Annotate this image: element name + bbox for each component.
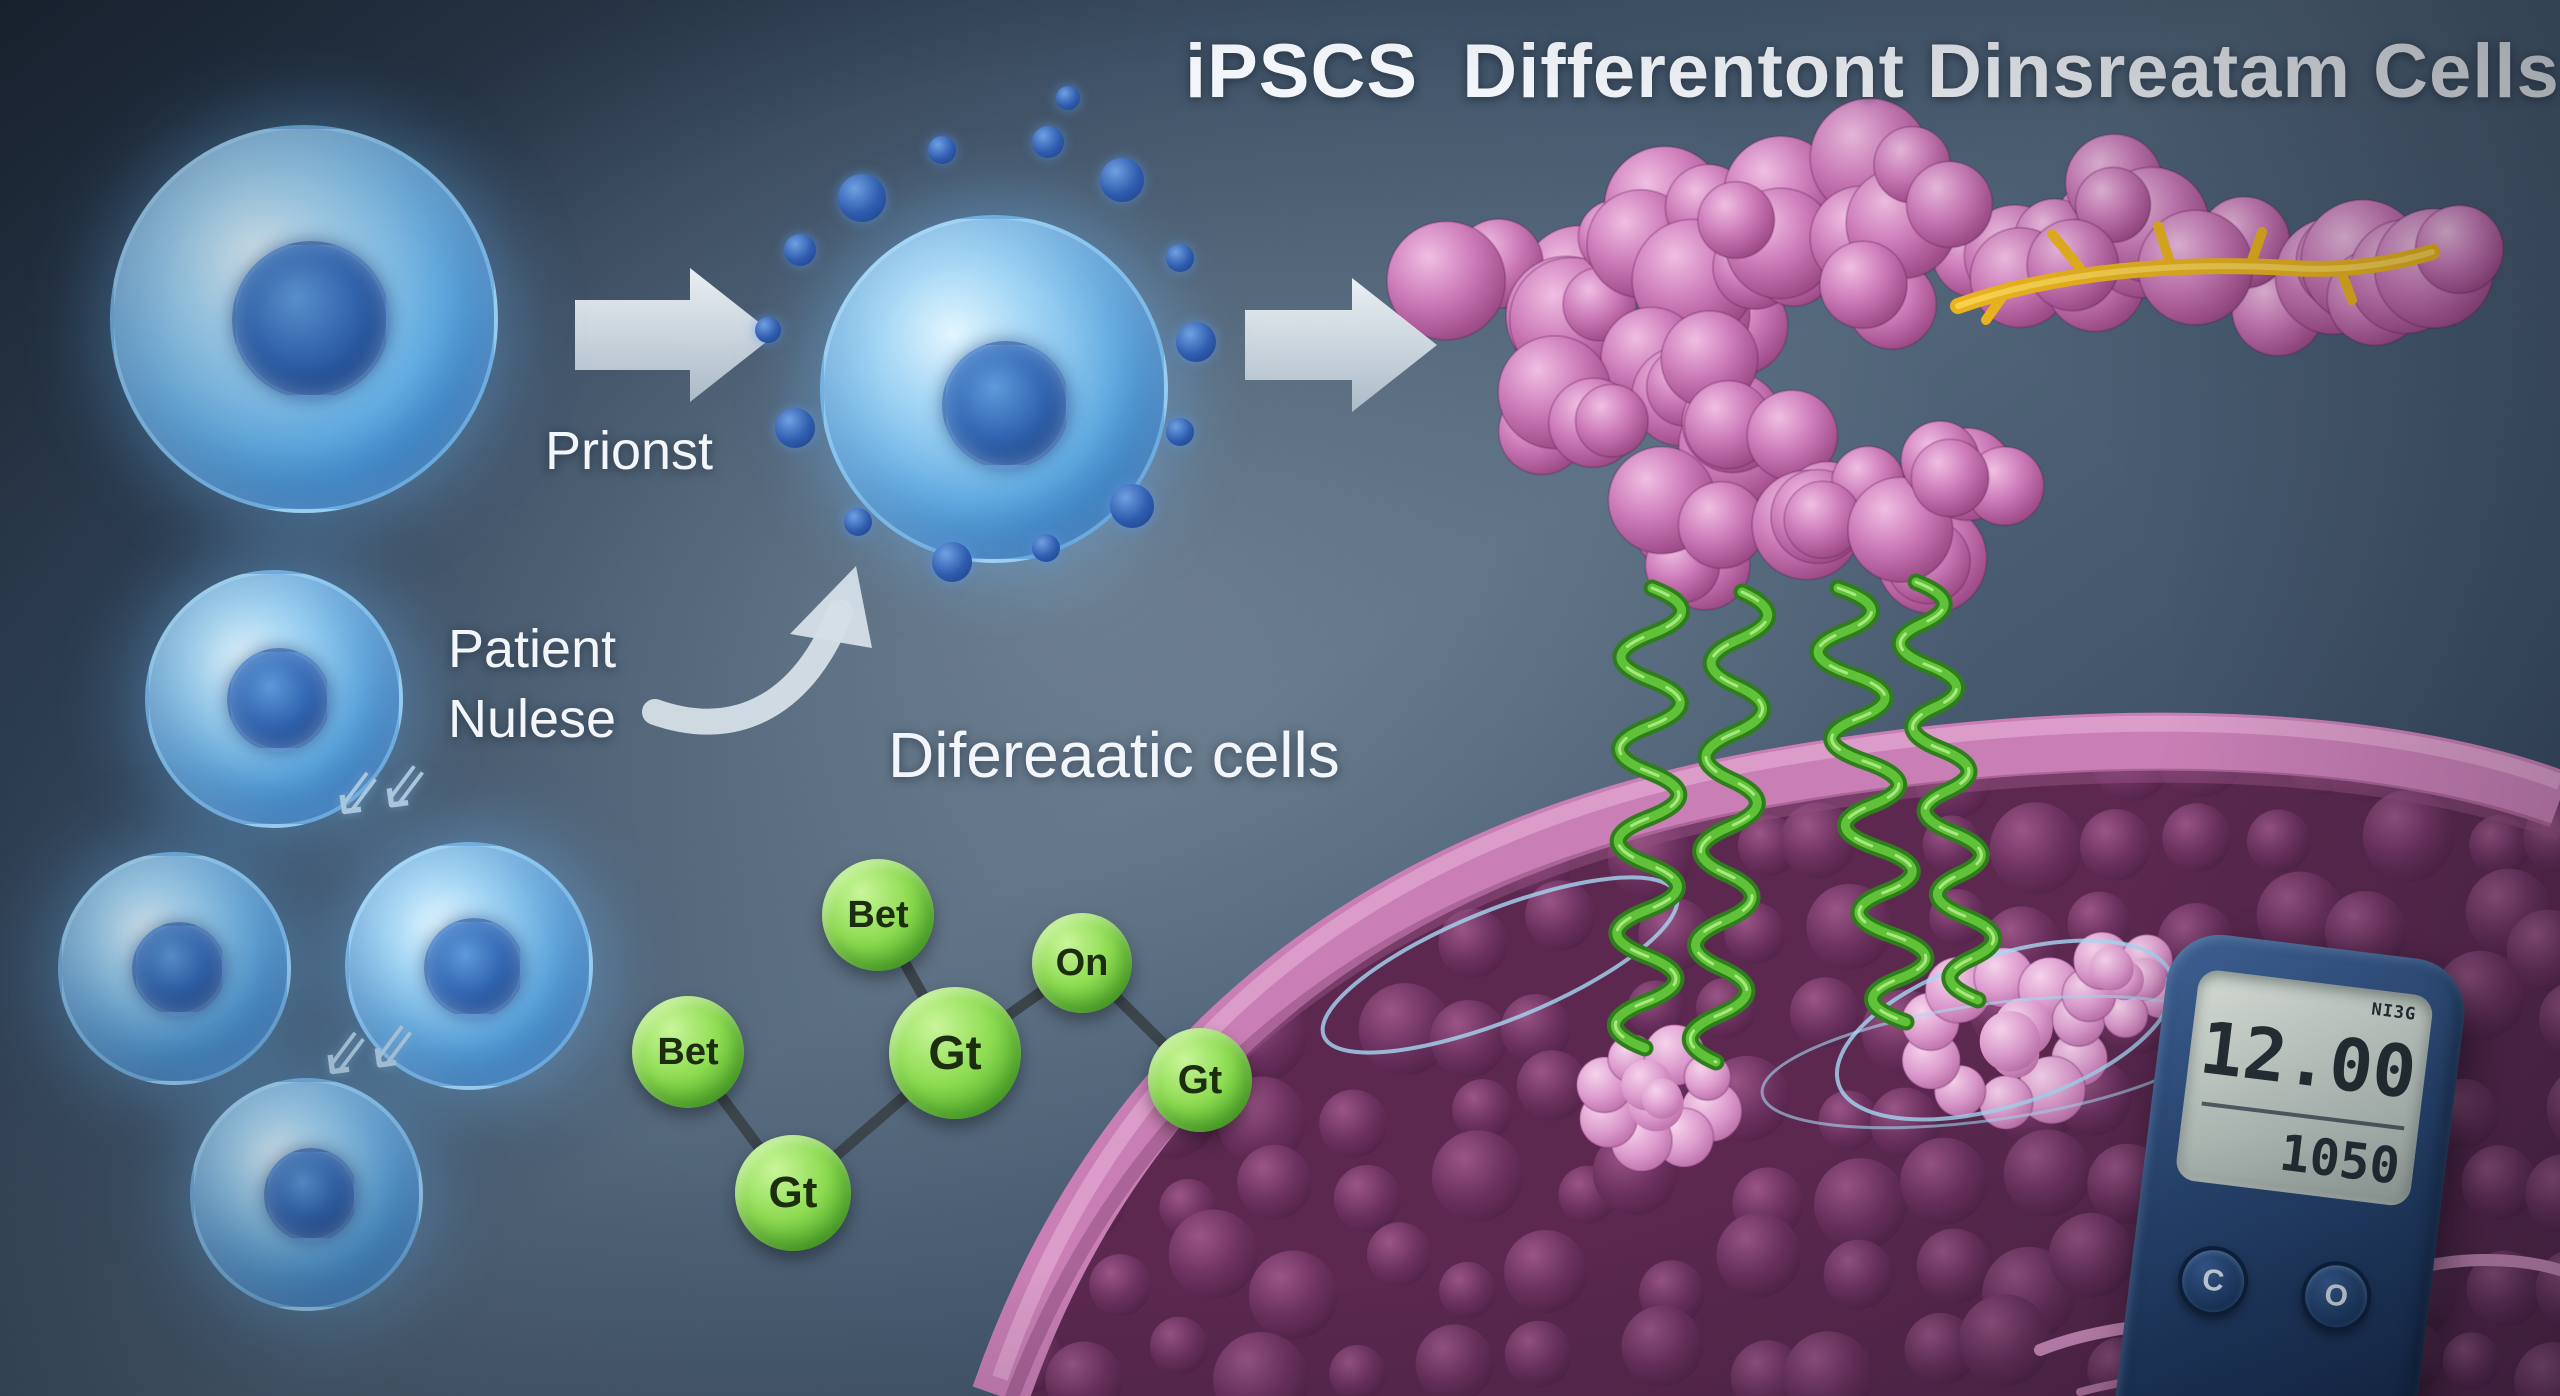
tissue-membrane (972, 712, 2560, 1396)
ipsc-nucleus (942, 341, 1070, 469)
stem-cell-nucleus (232, 241, 390, 399)
meter-secondary-reading: 1050 (2193, 1101, 2405, 1196)
vesicle-dot (1100, 158, 1144, 202)
vesicle-dot (844, 508, 872, 536)
molecule-node-gt-bottom: Gt (735, 1135, 851, 1251)
cell-nucleus (264, 1148, 358, 1242)
molecule-node-on: On (1032, 913, 1132, 1013)
glucose-meter: NI3G 12.00 1050 C O (2109, 928, 2471, 1396)
divide-arrows-icon: ⇙⇙ (313, 1006, 418, 1092)
dividing-cell-3 (345, 842, 593, 1090)
vesicle-dot (1166, 418, 1194, 446)
dividing-cell-4 (190, 1078, 423, 1311)
dividing-cell-1 (145, 570, 403, 828)
arrow-right-icon (575, 268, 775, 402)
vesicle-dot (1110, 484, 1154, 528)
page-title: iPSCS Differentont Dinsreatam Cells (1185, 29, 2560, 114)
cell-nucleus (424, 918, 524, 1018)
vesicle-dot (784, 234, 816, 266)
divide-arrows-icon: ⇙⇙ (325, 746, 430, 832)
cell-nucleus (227, 648, 331, 752)
arrow-right-icon (1245, 278, 1437, 412)
patient-label-line2: Nulese (448, 689, 617, 749)
vesicle-dot (1166, 244, 1194, 272)
vesicle-dot (755, 317, 781, 343)
stem-cell (110, 125, 498, 513)
glucose-meter-screen: NI3G 12.00 1050 (2174, 968, 2435, 1208)
molecule-node-bet-left: Bet (632, 996, 744, 1108)
differentiated-cells-label: Difereaatic cells (888, 719, 1340, 791)
pancreas (1386, 97, 2505, 615)
vesicle-dot (928, 136, 956, 164)
molecule-node-gt-right: Gt (1148, 1028, 1252, 1132)
curved-arrow-icon (642, 566, 872, 735)
arrow-label-prionst: Prionst (545, 421, 714, 481)
meter-primary-reading: 12.00 (2195, 1005, 2421, 1116)
vesicle-dot (1032, 126, 1064, 158)
molecule-node-bet-top: Bet (822, 859, 934, 971)
vesicle-dot (1176, 322, 1216, 362)
patient-label-line1: Patient (448, 619, 617, 679)
pancreatic-duct (1950, 221, 2440, 325)
dividing-cell-2 (58, 852, 291, 1085)
vesicle-dot (1056, 86, 1080, 110)
ipsc-cell (820, 215, 1168, 563)
vesicle-dot (1032, 534, 1060, 562)
vesicle-dot (932, 542, 972, 582)
meter-button-o: O (2297, 1257, 2376, 1336)
molecule-node-gt-center: Gt (889, 987, 1021, 1119)
cell-nucleus (132, 922, 226, 1016)
meter-tag-label: NI3G (2370, 999, 2418, 1025)
vesicle-dot (775, 408, 815, 448)
vesicle-dot (838, 174, 886, 222)
insulin-helix-group (1607, 573, 2003, 1071)
meter-button-c: C (2174, 1242, 2253, 1321)
